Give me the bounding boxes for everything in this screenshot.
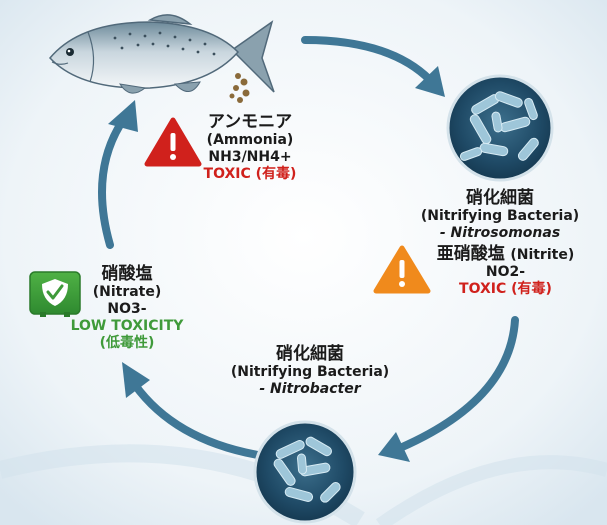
bacteria-bottom-name-ja: 硝化細菌 (276, 344, 344, 364)
nitrite-name-en: (Nitrite) (510, 247, 575, 263)
bacteria-bottom-genus: - Nitrobacter (259, 381, 361, 398)
nitrate-name-ja: 硝酸塩 (101, 264, 153, 284)
ammonia-formula: NH3/NH4+ (208, 149, 292, 166)
cycle-arrow-nitrate-to-fish (98, 121, 124, 249)
water-swirl (375, 455, 607, 525)
nitrite-name-ja: 亜硝酸塩 (436, 244, 505, 264)
ammonia-label: アンモニア (Ammonia) NH3/NH4+ TOXIC (有毒) (195, 112, 305, 183)
waste-particles (229, 73, 250, 103)
warning-icon-red (144, 117, 202, 167)
nitrate-toxicity-en: LOW TOXICITY (70, 317, 184, 334)
bacteria-top-name-en: (Nitrifying Bacteria) (420, 208, 580, 225)
nitrate-label: 硝酸塩 (Nitrate) NO3- LOW TOXICITY (低毒性) (62, 264, 192, 352)
ammonia-toxicity: TOXIC (有毒) (203, 165, 297, 182)
nitrite-label: 亜硝酸塩 (Nitrite) NO2- TOXIC (有毒) (418, 244, 593, 298)
bacteria-bottom-name-en: (Nitrifying Bacteria) (230, 364, 390, 381)
cycle-arrow-bacteria-to-bacteria (396, 316, 519, 452)
bacteria-bottom-label: 硝化細菌 (Nitrifying Bacteria) - Nitrobacter (215, 344, 405, 398)
bacteria-top-name-ja: 硝化細菌 (466, 188, 534, 208)
arrow-head (122, 362, 150, 398)
fish-illustration (48, 14, 275, 94)
cycle-arrow-fish-to-bacteria (301, 36, 434, 84)
safe-shield-icon (29, 271, 81, 317)
arrow-head (378, 432, 410, 462)
cycle-arrow-bacteria-to-nitrate (131, 381, 262, 459)
bacteria-circle-nitrobacter (253, 420, 357, 524)
nitrite-formula: NO2- (485, 264, 526, 281)
nitrate-name-en: (Nitrate) (92, 284, 162, 301)
bacteria-circle-nitrosomonas (446, 74, 554, 182)
bacteria-top-label: 硝化細菌 (Nitrifying Bacteria) - Nitrosomona… (405, 188, 595, 242)
arrow-head (108, 100, 138, 132)
nitrate-toxicity-ja: (低毒性) (99, 334, 155, 351)
arrow-head (415, 66, 445, 97)
bacteria-top-genus: - Nitrosomonas (439, 225, 561, 242)
nitrate-formula: NO3- (107, 301, 147, 318)
nitrite-toxicity: TOXIC (有毒) (459, 281, 552, 298)
warning-icon-orange (373, 245, 431, 294)
ammonia-name-ja: アンモニア (207, 112, 293, 132)
ammonia-name-en: (Ammonia) (206, 132, 294, 149)
